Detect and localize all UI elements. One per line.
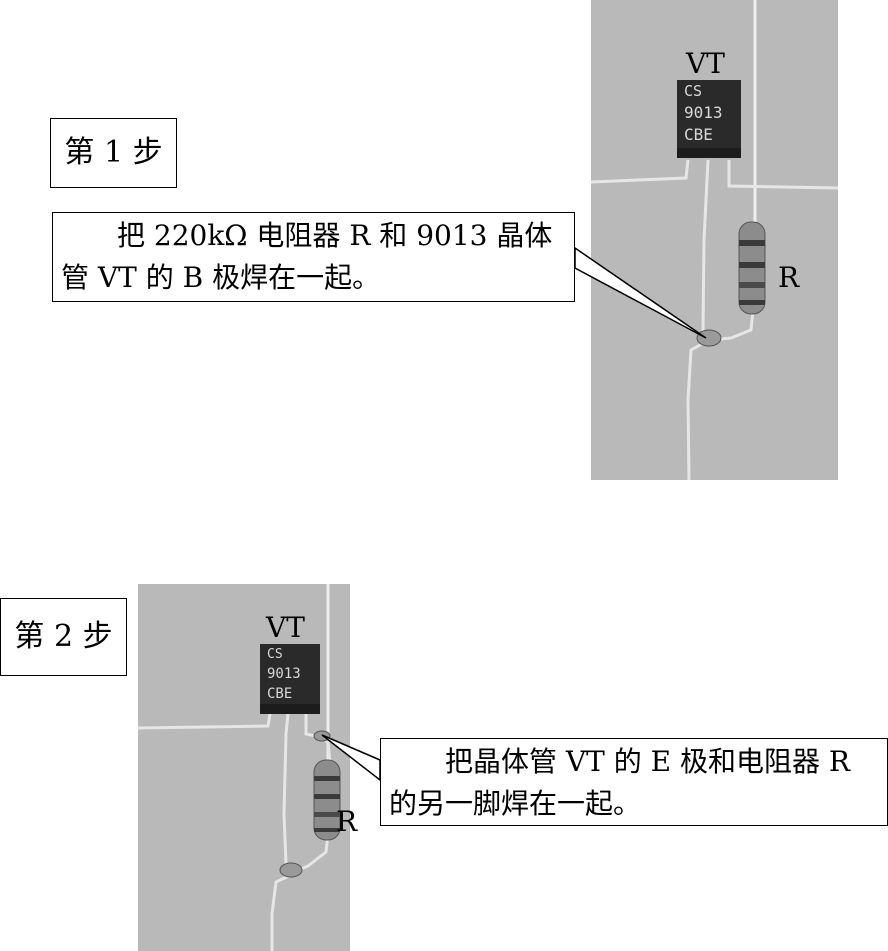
wire (701, 159, 713, 341)
wire (591, 159, 690, 184)
transistor-body (260, 644, 320, 708)
chip-marking: CBE (267, 686, 292, 702)
transistor-base (677, 148, 741, 158)
chip-marking: CBE (684, 125, 713, 144)
label-vt-2: VT (266, 611, 305, 644)
solder-joint (696, 329, 722, 347)
step-1-badge: 第 1 步 (50, 118, 177, 188)
step-1-caption: 把 220kΩ 电阻器 R 和 9013 晶体管 VT 的 B 极焊在一起。 (52, 212, 575, 302)
photo-step-2: CS 9013 CBE (138, 584, 350, 951)
wire (727, 160, 838, 190)
solder-joint (313, 730, 331, 742)
wire (138, 713, 272, 730)
resistor-band (739, 262, 765, 268)
solder-joint (279, 862, 303, 878)
resistor-band (314, 776, 340, 781)
chip-marking: CS (684, 82, 702, 100)
step-2-badge: 第 2 步 (0, 598, 127, 676)
wire (270, 872, 294, 951)
resistor-band (739, 282, 765, 288)
transistor-body (677, 80, 741, 152)
chip-marking: 9013 (267, 666, 301, 682)
wire (282, 713, 298, 876)
transistor-base (260, 704, 320, 714)
resistor-band (739, 240, 765, 246)
label-r-1: R (778, 261, 800, 294)
resistor-band (314, 812, 340, 817)
photo-step-1: CS 9013 CBE (591, 0, 838, 480)
wire (686, 338, 710, 480)
step-2-caption: 把晶体管 VT 的 E 极和电阻器 R 的另一脚焊在一起。 (380, 738, 888, 826)
circuit-photo-2: CS 9013 CBE (138, 584, 341, 951)
chip-marking: 9013 (684, 103, 723, 122)
label-vt-1: VT (686, 47, 725, 80)
resistor-band (314, 828, 340, 832)
resistor-band (739, 300, 765, 305)
resistor-band (314, 794, 340, 799)
label-r-2: R (336, 805, 358, 838)
circuit-photo-1: CS 9013 CBE (591, 0, 838, 480)
chip-marking: CS (267, 647, 283, 662)
